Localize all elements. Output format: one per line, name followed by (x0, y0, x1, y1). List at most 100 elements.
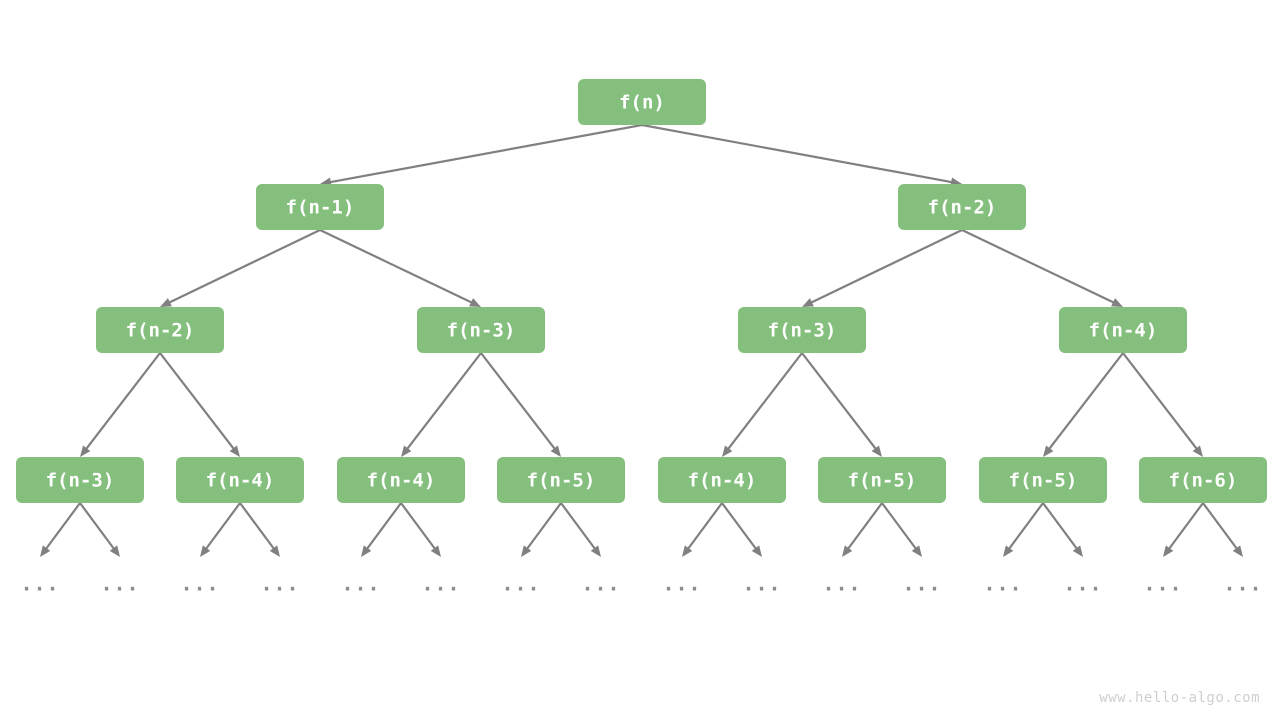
ellipsis-marker: ... (902, 572, 941, 596)
ellipsis-marker: ... (341, 572, 380, 596)
ellipsis-marker: ... (501, 572, 540, 596)
ellipsis-marker: ... (742, 572, 781, 596)
ellipsis-marker: ... (1063, 572, 1102, 596)
edge-L2N1-to-L3N2-arrowhead (401, 445, 412, 457)
node-label: f(n-5) (1009, 470, 1078, 492)
edge-L3N3-to-ellipsis-6-line (525, 502, 562, 551)
edge-L2N2-to-L3N5-arrowhead (871, 445, 882, 457)
edge-L0N0-to-L1N1-line (641, 123, 953, 184)
edge-L3N7-to-ellipsis-14-line (1167, 502, 1204, 551)
edge-L1N1-to-L2N3-line (961, 229, 1115, 304)
node-box (16, 457, 144, 503)
node-box (337, 457, 465, 503)
node-label: f(n-4) (688, 470, 757, 492)
node-box (658, 457, 786, 503)
tree-node[interactable]: f(n-5) (818, 457, 946, 503)
tree-node[interactable]: f(n) (578, 79, 706, 125)
edge-L3N6-to-ellipsis-13-line (1042, 502, 1079, 551)
node-box (979, 457, 1107, 503)
node-box (417, 307, 545, 353)
node-box (96, 307, 224, 353)
node-box (256, 184, 384, 230)
node-label: f(n-4) (1089, 320, 1158, 342)
edge-L3N6-to-ellipsis-13-arrowhead (1072, 545, 1083, 557)
node-label: f(n-6) (1169, 470, 1238, 492)
node-label: f(n-3) (447, 320, 516, 342)
edge-L3N4-to-ellipsis-9-line (721, 502, 758, 551)
edge-L2N1-to-L3N2-line (405, 352, 482, 451)
edge-L2N3-to-L3N7-line (1122, 352, 1199, 451)
watermark: www.hello-algo.com (1099, 690, 1260, 706)
edge-L2N3-to-L3N7-arrowhead (1192, 445, 1203, 457)
edge-L3N7-to-ellipsis-14-arrowhead (1163, 545, 1174, 557)
tree-node[interactable]: f(n-4) (337, 457, 465, 503)
edge-L3N0-to-ellipsis-1-arrowhead (109, 545, 120, 557)
tree-node[interactable]: f(n-4) (176, 457, 304, 503)
node-label: f(n-4) (206, 470, 275, 492)
edge-L2N2-to-L3N4-line (726, 352, 803, 451)
edge-L3N6-to-ellipsis-12-line (1007, 502, 1044, 551)
edge-L2N0-to-L3N0-line (84, 352, 161, 451)
node-label: f(n-1) (286, 197, 355, 219)
ellipsis-marker: ... (180, 572, 219, 596)
edge-L2N0-to-L3N0-arrowhead (80, 445, 91, 457)
tree-node[interactable]: f(n-2) (898, 184, 1026, 230)
edge-L1N0-to-L2N1-arrowhead (469, 298, 481, 307)
edge-L3N1-to-ellipsis-3-arrowhead (269, 545, 280, 557)
node-label: f(n-3) (768, 320, 837, 342)
node-label: f(n-3) (46, 470, 115, 492)
ellipsis-marker: ... (260, 572, 299, 596)
edge-L0N0-to-L1N0-line (329, 123, 643, 184)
tree-node[interactable]: f(n-4) (658, 457, 786, 503)
edge-L3N7-to-ellipsis-15-line (1202, 502, 1239, 551)
tree-node[interactable]: f(n-5) (497, 457, 625, 503)
edge-L3N2-to-ellipsis-4-line (365, 502, 402, 551)
node-label: f(n-5) (527, 470, 596, 492)
edge-L2N2-to-L3N5-line (801, 352, 878, 451)
edge-L3N5-to-ellipsis-10-line (846, 502, 883, 551)
tree-node[interactable]: f(n-5) (979, 457, 1107, 503)
ellipsis-marker: ... (822, 572, 861, 596)
tree-node[interactable]: f(n-3) (417, 307, 545, 353)
tree-node[interactable]: f(n-6) (1139, 457, 1267, 503)
node-label: f(n-4) (367, 470, 436, 492)
node-label: f(n-2) (928, 197, 997, 219)
node-label: f(n) (619, 92, 665, 114)
edge-L3N2-to-ellipsis-5-arrowhead (430, 545, 441, 557)
ellipsis-marker: ... (421, 572, 460, 596)
tree-node[interactable]: f(n-2) (96, 307, 224, 353)
ellipsis-layer: ........................................… (20, 572, 1262, 596)
edge-L2N3-to-L3N6-arrowhead (1043, 445, 1054, 457)
node-box (497, 457, 625, 503)
node-box (738, 307, 866, 353)
edge-L3N5-to-ellipsis-11-arrowhead (911, 545, 922, 557)
edge-L3N5-to-ellipsis-11-line (881, 502, 918, 551)
edge-L3N4-to-ellipsis-8-line (686, 502, 723, 551)
ellipsis-marker: ... (983, 572, 1022, 596)
tree-node[interactable]: f(n-1) (256, 184, 384, 230)
ellipsis-marker: ... (1223, 572, 1262, 596)
edge-L3N2-to-ellipsis-5-line (400, 502, 437, 551)
tree-node[interactable]: f(n-3) (738, 307, 866, 353)
nodes-layer: f(n) f(n-1) f(n-2) f(n-2) f(n-3) f(n-3) f(n-4)… (16, 79, 1267, 503)
edge-L3N3-to-ellipsis-6-arrowhead (521, 545, 532, 557)
node-label: f(n-5) (848, 470, 917, 492)
node-label: f(n-2) (126, 320, 195, 342)
node-box (1059, 307, 1187, 353)
edge-L2N3-to-L3N6-line (1047, 352, 1124, 451)
node-box (176, 457, 304, 503)
tree-node[interactable]: f(n-3) (16, 457, 144, 503)
edge-L3N5-to-ellipsis-10-arrowhead (842, 545, 853, 557)
edge-L3N4-to-ellipsis-8-arrowhead (682, 545, 693, 557)
tree-node[interactable]: f(n-4) (1059, 307, 1187, 353)
edge-L1N0-to-L2N0-arrowhead (160, 298, 172, 307)
edge-L3N1-to-ellipsis-2-line (204, 502, 241, 551)
edge-L1N1-to-L2N2-arrowhead (802, 298, 814, 307)
edge-L1N1-to-L2N3-arrowhead (1111, 298, 1123, 307)
edge-L2N0-to-L3N1-arrowhead (229, 445, 240, 457)
edge-L3N1-to-ellipsis-2-arrowhead (200, 545, 211, 557)
edge-L3N3-to-ellipsis-7-line (560, 502, 597, 551)
edge-L3N3-to-ellipsis-7-arrowhead (590, 545, 601, 557)
edge-L2N1-to-L3N3-line (480, 352, 557, 451)
